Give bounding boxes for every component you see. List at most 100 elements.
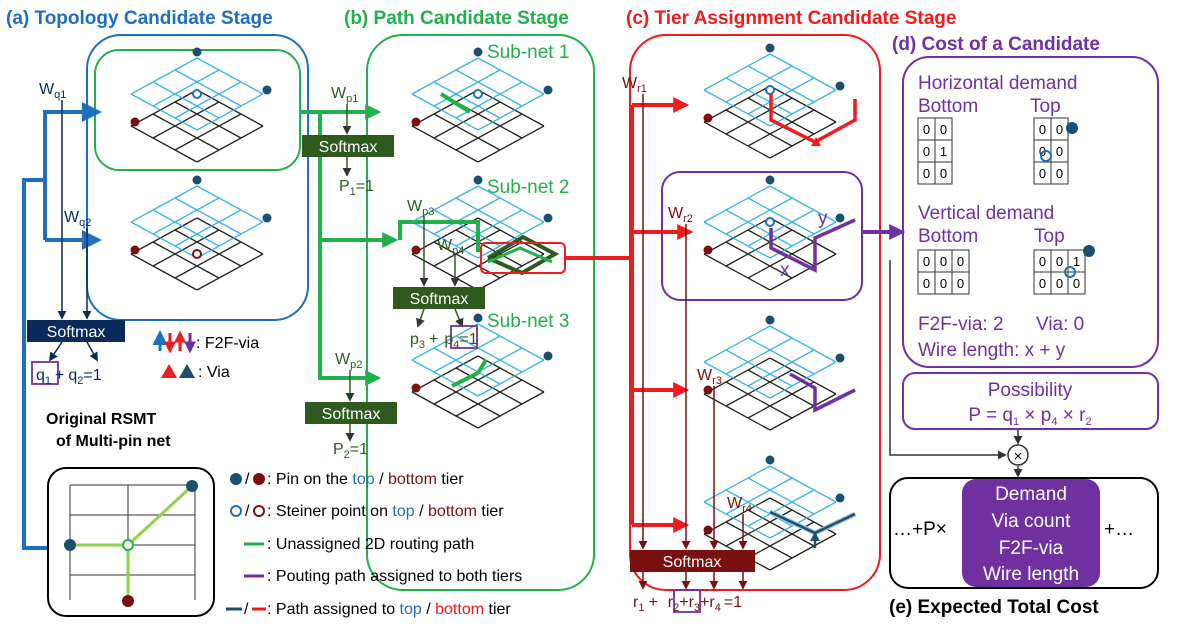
tier-candidate-2-box bbox=[661, 171, 863, 301]
tier3-path bbox=[789, 372, 856, 413]
pin-bottom-icon bbox=[253, 473, 265, 485]
pin-top-icon bbox=[230, 473, 242, 485]
svg-text:/: / bbox=[244, 601, 249, 618]
h-top-steiner bbox=[1040, 150, 1052, 162]
grid-subnet-1 bbox=[411, 47, 553, 163]
legend-pin: / : Pin on the top / bottom tier bbox=[230, 471, 464, 488]
subnet3-path-a bbox=[451, 371, 479, 388]
demand-cell: 0 bbox=[1056, 276, 1063, 291]
pin-top-left bbox=[192, 47, 202, 57]
svg-text:: Unassigned 2D routing path: : Unassigned 2D routing path bbox=[267, 536, 474, 553]
softmax-b1-label: Softmax bbox=[319, 139, 378, 156]
h-top-pin bbox=[1066, 122, 1078, 134]
p2-equation: P2=1 bbox=[333, 441, 368, 461]
softmax-a-out-1 bbox=[49, 341, 63, 362]
weight-wr2: Wr2 bbox=[668, 205, 693, 225]
cost-box bbox=[902, 56, 1159, 368]
expected-lead: …+P× bbox=[893, 519, 947, 540]
steiner-top bbox=[765, 217, 775, 227]
legend-steiner: / : Steiner point on top / bottom tier bbox=[230, 503, 504, 520]
multiply-node bbox=[1007, 444, 1029, 466]
pin-top-right bbox=[543, 213, 553, 223]
steiner-top bbox=[192, 89, 202, 99]
header-cost: (d) Cost of a Candidate bbox=[892, 34, 1100, 55]
topology-box bbox=[86, 34, 309, 321]
svg-text:/: / bbox=[245, 503, 250, 520]
q-equation: q1+q2=1 bbox=[36, 367, 102, 387]
v-top-steiner bbox=[1064, 266, 1076, 278]
possibility-formula: P = q1 × p4 × r2 bbox=[968, 405, 1091, 428]
demand-cell: 1 bbox=[940, 144, 947, 159]
rsmt-title-2: of Multi-pin net bbox=[56, 433, 171, 450]
demand-cell: 0 bbox=[1073, 276, 1080, 291]
legend-via: : Via bbox=[161, 364, 230, 381]
pin-top-left bbox=[473, 175, 483, 185]
demand-cell: 0 bbox=[923, 166, 930, 181]
pin-top-right bbox=[543, 351, 553, 361]
svg-text:: Path assigned to top / botto: : Path assigned to top / bottom tier bbox=[267, 601, 511, 618]
cost-to-mult bbox=[889, 260, 1007, 460]
softmax-b2 bbox=[393, 287, 485, 309]
p4-highlight bbox=[450, 325, 478, 349]
softmax-b2-out-2 bbox=[454, 308, 464, 328]
legend-f2f: : F2F-via bbox=[152, 330, 259, 354]
weight-wp3: Wp3 bbox=[407, 198, 434, 218]
grid-tier-4 bbox=[703, 455, 857, 571]
header-tier: (c) Tier Assignment Candidate Stage bbox=[626, 8, 956, 29]
svg-text:: Steiner point on top / botto: : Steiner point on top / bottom tier bbox=[267, 503, 504, 520]
softmax-c bbox=[630, 550, 755, 572]
softmax-b3 bbox=[305, 402, 397, 424]
pin-top-right bbox=[835, 81, 845, 91]
topology-candidate-1-box bbox=[94, 49, 301, 171]
header-expected: (e) Expected Total Cost bbox=[889, 597, 1099, 618]
h-bottom-label: Bottom bbox=[918, 96, 978, 117]
r2-highlight bbox=[673, 589, 701, 613]
grid-topology-2 bbox=[130, 175, 272, 291]
legend-path-tier: / : Path assigned to top / bottom tier bbox=[226, 601, 511, 618]
softmax-b2-out-1 bbox=[416, 308, 425, 328]
tier4-via bbox=[810, 532, 820, 541]
pin-top-left bbox=[473, 313, 483, 323]
legend-both: : Pouting path assigned to both tiers bbox=[244, 568, 522, 585]
q1-highlight bbox=[31, 361, 59, 385]
weight-wp1: Wp1 bbox=[331, 85, 358, 105]
pin-bottom bbox=[411, 245, 421, 255]
pin-top-left bbox=[765, 175, 775, 185]
pin-top-right bbox=[543, 85, 553, 95]
softmax-a-label: Softmax bbox=[47, 324, 106, 341]
demand-cell: 0 bbox=[1039, 276, 1046, 291]
demand-cell: 0 bbox=[923, 276, 930, 291]
rsmt-pin-bottom bbox=[122, 595, 134, 607]
demand-cell: 0 bbox=[957, 254, 964, 269]
softmax-c-label: Softmax bbox=[663, 554, 722, 571]
softmax-b2-label: Softmax bbox=[410, 291, 469, 308]
r-equation: r1+r2+r3+r4=1 bbox=[633, 594, 742, 614]
demand-cell: 0 bbox=[940, 276, 947, 291]
expected-box bbox=[889, 477, 1159, 589]
pin-top-right bbox=[835, 213, 845, 223]
header-topology: (a) Topology Candidate Stage bbox=[6, 8, 273, 29]
possibility-label: Possibility bbox=[988, 380, 1073, 401]
pin-top-right bbox=[835, 353, 845, 363]
pin-top-left bbox=[765, 455, 775, 465]
pin-bottom bbox=[130, 117, 140, 127]
pin-top-left bbox=[765, 43, 775, 53]
v-bottom-label: Bottom bbox=[918, 226, 978, 247]
pin-bottom bbox=[703, 113, 713, 123]
path-box bbox=[366, 34, 595, 591]
rsmt-title-1: Original RSMT bbox=[46, 411, 156, 428]
possibility-box bbox=[902, 372, 1159, 430]
svg-text:: Pouting path assigned to bot: : Pouting path assigned to both tiers bbox=[267, 568, 522, 585]
pin-top-right bbox=[262, 213, 272, 223]
pin-bottom bbox=[703, 525, 713, 535]
arrow-to-subnet3 bbox=[318, 112, 382, 386]
svg-text:/: / bbox=[245, 471, 250, 488]
grid-tier-3 bbox=[703, 315, 856, 431]
weight-wr1: Wr1 bbox=[622, 75, 647, 95]
legend-unassigned: : Unassigned 2D routing path bbox=[244, 536, 474, 553]
y-label: y bbox=[818, 208, 828, 229]
multiply-symbol: × bbox=[1014, 448, 1023, 465]
vertical-demand-label: Vertical demand bbox=[918, 203, 1054, 224]
p1-equation: P1=1 bbox=[339, 178, 374, 198]
